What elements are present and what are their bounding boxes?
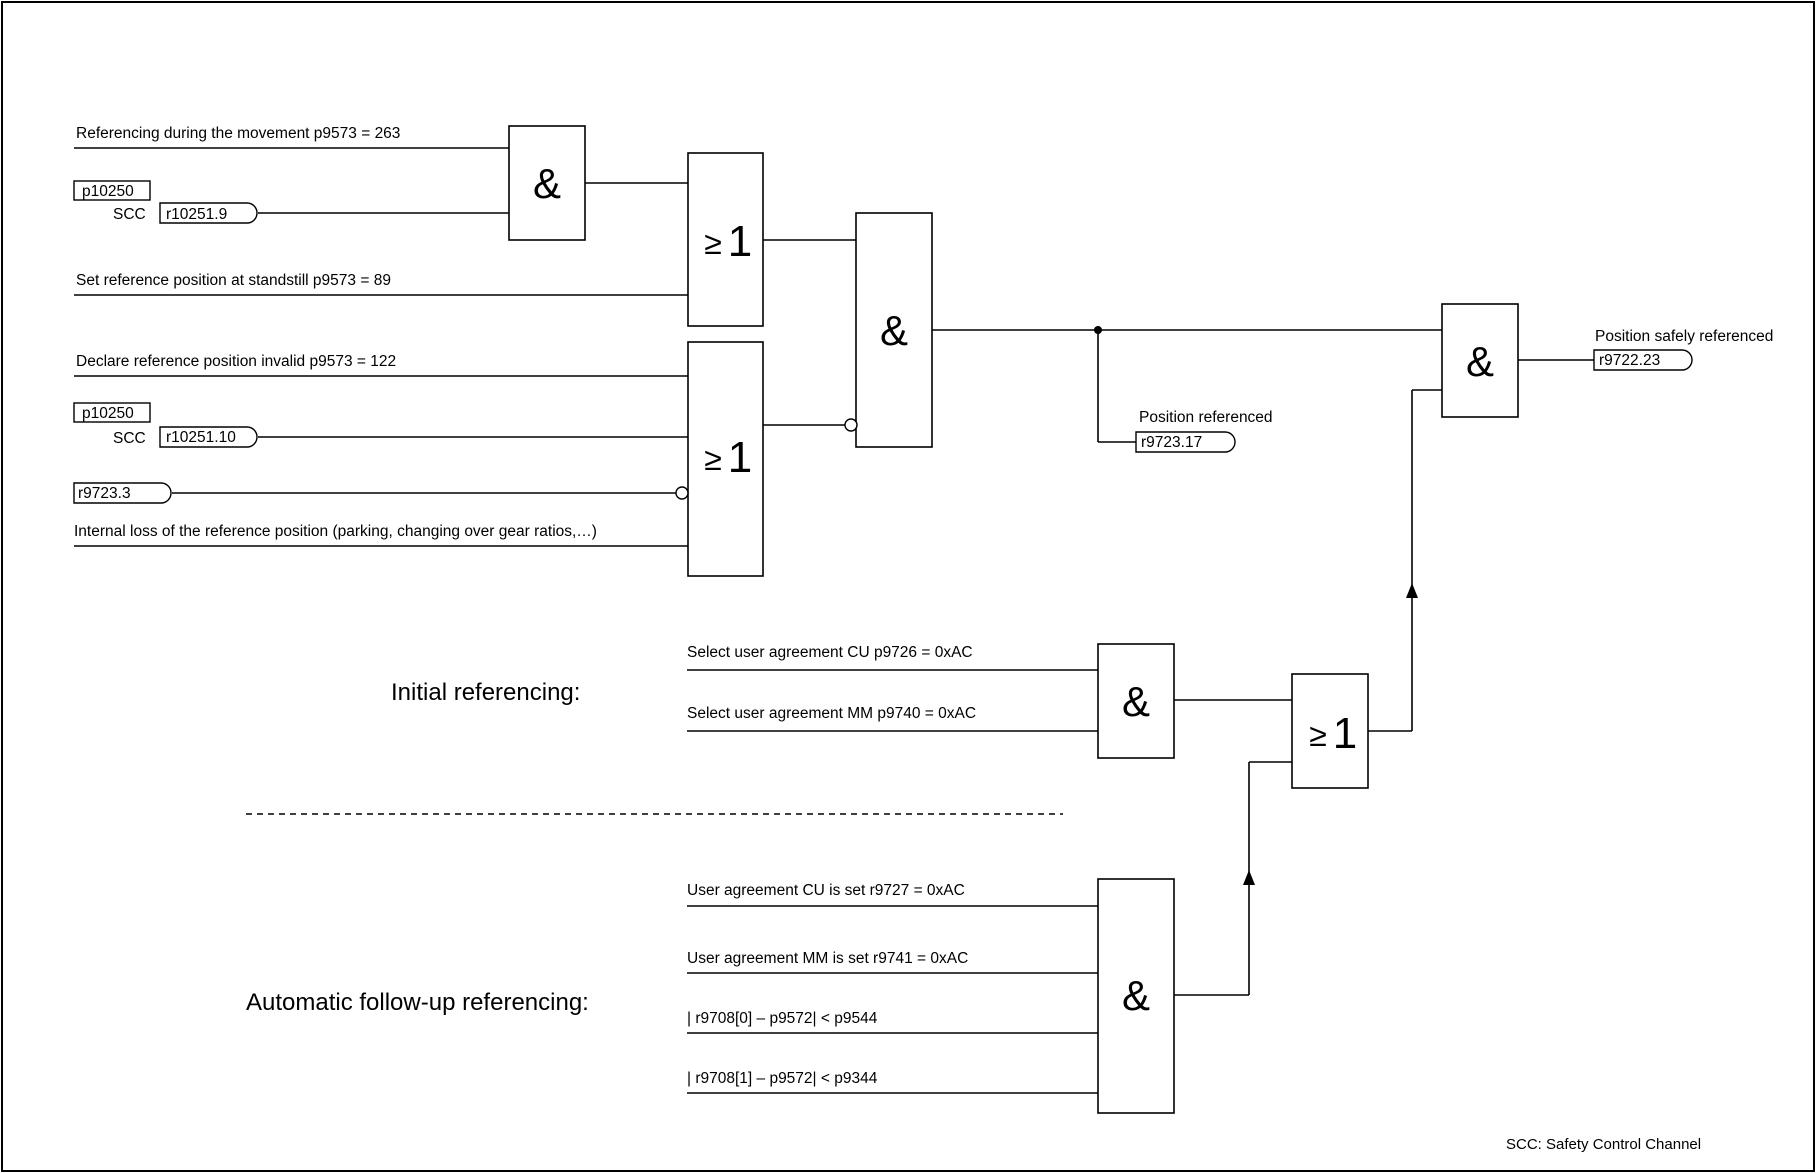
input-label: Internal loss of the reference position … <box>74 523 597 540</box>
scc-label: SCC <box>113 430 146 447</box>
and-symbol: & <box>1122 972 1150 1019</box>
or-gate-2: ≥ 1 <box>687 341 764 577</box>
or-gate-1: ≥ 1 <box>687 152 764 327</box>
signal-connector <box>159 202 258 224</box>
negation-bubble <box>844 418 858 432</box>
signal-connector <box>159 426 258 448</box>
scc-label: SCC <box>113 206 146 223</box>
section-title: Initial referencing: <box>391 679 580 706</box>
param-p10250: p10250 <box>82 183 134 200</box>
negation-bubble <box>675 486 689 500</box>
junction-dot <box>1094 326 1102 334</box>
arrow-up-icon <box>1406 583 1418 598</box>
input-label: Select user agreement CU p9726 = 0xAC <box>687 644 973 661</box>
input-label: Select user agreement MM p9740 = 0xAC <box>687 705 976 722</box>
signal-r10251-10: r10251.10 <box>166 429 236 446</box>
output-label: Position safely referenced <box>1595 328 1773 345</box>
and-gate-2: & <box>855 212 933 448</box>
or-number: 1 <box>728 433 752 482</box>
signal-r9723-3: r9723.3 <box>78 485 131 502</box>
wires-top <box>74 147 1594 547</box>
param-box <box>73 180 151 201</box>
signal-connector <box>73 482 172 504</box>
footnote: SCC: Safety Control Channel <box>1506 1136 1701 1153</box>
input-label: User agreement MM is set r9741 = 0xAC <box>687 950 968 967</box>
signal-connector <box>1135 431 1236 453</box>
geq-symbol: ≥ <box>704 441 722 477</box>
or-number: 1 <box>728 217 752 266</box>
geq-symbol: ≥ <box>704 225 722 261</box>
input-label: | r9708[0] – p9572| < p9544 <box>687 1010 878 1027</box>
and-symbol: & <box>880 307 908 354</box>
and-gate-3: & <box>1441 303 1519 418</box>
param-p10250: p10250 <box>82 405 134 422</box>
or-number: 1 <box>1333 709 1357 758</box>
signal-connector <box>1593 349 1693 371</box>
input-label: Referencing during the movement p9573 = … <box>76 125 400 142</box>
wires-bottom <box>687 389 1442 1094</box>
or-gate-3: ≥ 1 <box>1291 673 1369 789</box>
and-gate-5: & <box>1097 878 1175 1114</box>
section-title: Automatic follow-up referencing: <box>246 989 589 1016</box>
input-label: Declare reference position invalid p9573… <box>76 353 396 370</box>
output-label: Position referenced <box>1139 409 1273 426</box>
and-symbol: & <box>533 160 561 207</box>
signal-r9723-17: r9723.17 <box>1141 434 1202 451</box>
and-gate-1: & <box>508 125 586 241</box>
arrow-up-icon <box>1243 870 1255 885</box>
geq-symbol: ≥ <box>1309 717 1327 753</box>
and-symbol: & <box>1122 678 1150 725</box>
signal-r9722-23: r9722.23 <box>1599 352 1660 369</box>
signal-r10251-9: r10251.9 <box>166 206 227 223</box>
input-label: User agreement CU is set r9727 = 0xAC <box>687 882 965 899</box>
input-label: Set reference position at standstill p95… <box>76 272 391 289</box>
param-box <box>73 402 151 423</box>
and-gate-4: & <box>1097 643 1175 759</box>
and-symbol: & <box>1466 338 1494 385</box>
input-label: | r9708[1] – p9572| < p9344 <box>687 1070 878 1087</box>
